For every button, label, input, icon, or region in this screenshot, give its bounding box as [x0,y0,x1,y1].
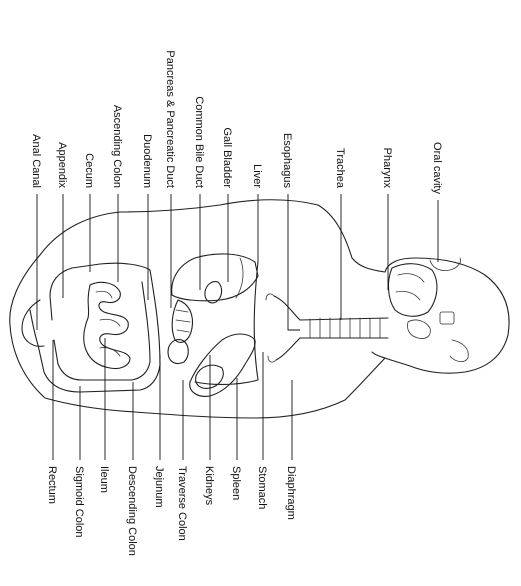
label-rectum: Rectum [46,466,58,504]
leader-lines-top [37,194,438,330]
label-duodenum: Duodenum [141,134,153,188]
label-spleen: Spleen [230,466,242,500]
kidneys-shape [168,340,188,364]
oral-cavity-shape [388,264,436,339]
label-anal-canal: Anal Canal [30,134,42,188]
label-sigmoid-colon: Sigmoid Colon [73,466,85,538]
label-liver: Liver [251,164,263,188]
liver-shape [172,254,258,301]
label-trachea: Trachea [334,148,346,189]
label-traverse-colon: Traverse Colon [176,466,188,541]
pancreas-shape [172,300,192,342]
label-diaphragm: Diaphragm [285,466,297,520]
label-gall-bladder: Gall Bladder [221,127,233,188]
mouth-detail [440,312,454,324]
label-common-bile-duct: Common Bile Duct [193,96,205,188]
diaphragm-shape [195,262,258,384]
neck-outline [352,258,385,272]
gall-bladder-shape [205,282,222,303]
body-outline [10,200,509,418]
head-outline [385,258,509,373]
label-pancreas: Pancreas & Pancreatic Duct [164,50,176,188]
label-kidneys: Kidneys [203,466,215,506]
label-jejunum: Jejunum [153,466,165,508]
trachea-shape [266,294,388,362]
label-appendix: Appendix [56,142,68,188]
labels-top: Oral cavity Pharynx Trachea Esophagus Li… [30,50,443,194]
label-ileum: Ileum [98,466,110,493]
label-esophagus: Esophagus [281,133,293,189]
label-pharynx: Pharynx [381,148,393,189]
label-ascending-colon: Ascending Colon [111,105,123,188]
small-intestine [84,282,130,368]
label-stomach: Stomach [256,466,268,509]
ear [450,340,468,362]
labels-bottom: Diaphragm Stomach Spleen Kidneys Travers… [46,466,297,556]
label-descending-colon: Descending Colon [126,466,138,556]
label-oral-cavity: Oral cavity [431,142,443,194]
label-cecum: Cecum [83,153,95,188]
